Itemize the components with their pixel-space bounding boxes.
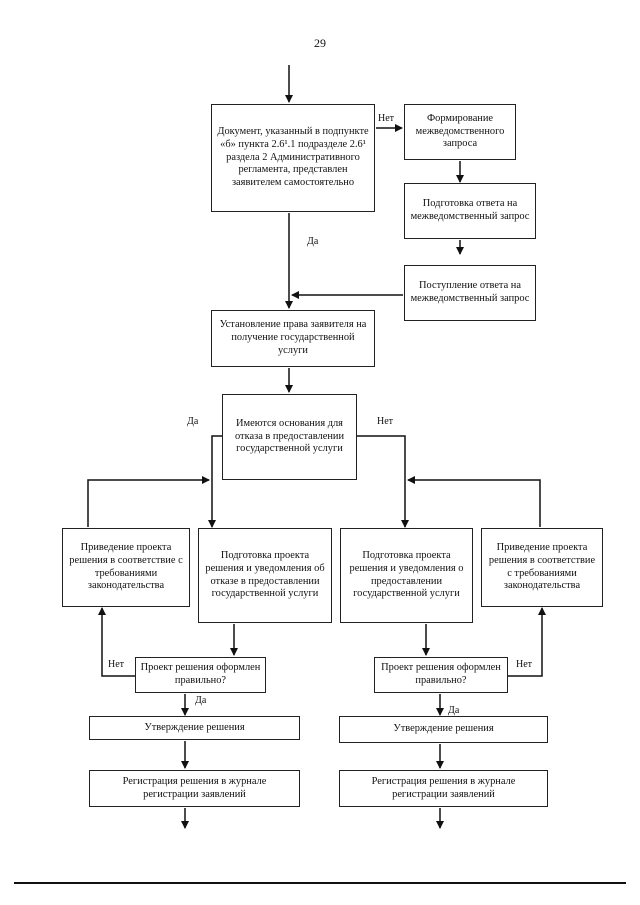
node-grounds-refusal: Имеются основания для отказа в предостав… — [222, 394, 357, 480]
label-net-grounds: Нет — [377, 416, 394, 427]
node-right-register: Регистрация решения в журнале регистраци… — [339, 770, 548, 807]
node-doc-check: Документ, указанный в подпункте «б» пунк… — [211, 104, 375, 212]
label-net-top: Нет — [378, 113, 395, 124]
node-left-check: Проект решения оформлен правильно? — [135, 657, 266, 693]
label-da-left-check: Да — [195, 695, 207, 706]
node-left-bring: Приведение проекта решения в соответстви… — [62, 528, 190, 607]
label-da-right-check: Да — [448, 705, 460, 716]
label-net-left-check: Нет — [108, 659, 125, 670]
label-net-right-check: Нет — [516, 659, 533, 670]
label-da-top: Да — [307, 236, 319, 247]
page-number: 29 — [314, 36, 326, 50]
node-prep-refusal: Подготовка проекта решения и уведомления… — [198, 528, 332, 623]
node-left-approve: Утверждение решения — [89, 716, 300, 740]
node-prepare-answer: Подготовка ответа на межведомственный за… — [404, 183, 536, 239]
node-receive-answer: Поступление ответа на межведомственный з… — [404, 265, 536, 321]
node-prep-provision: Подготовка проекта решения и уведомления… — [340, 528, 473, 623]
node-left-register: Регистрация решения в журнале регистраци… — [89, 770, 300, 807]
arrow-right-loop — [407, 476, 541, 527]
label-da-grounds: Да — [187, 416, 199, 427]
node-right-bring: Приведение проекта решения в соответстви… — [481, 528, 603, 607]
node-right-check: Проект решения оформлен правильно? — [374, 657, 508, 693]
node-form-request: Формирование межведомственного запроса — [404, 104, 516, 160]
bottom-rule — [14, 882, 626, 884]
node-establish-right: Установление права заявителя на получени… — [211, 310, 375, 367]
arrow-grounds-da — [208, 435, 222, 528]
node-right-approve: Утверждение решения — [339, 716, 548, 743]
arrow-grounds-net — [357, 435, 409, 528]
arrow-left-loop — [87, 476, 210, 527]
